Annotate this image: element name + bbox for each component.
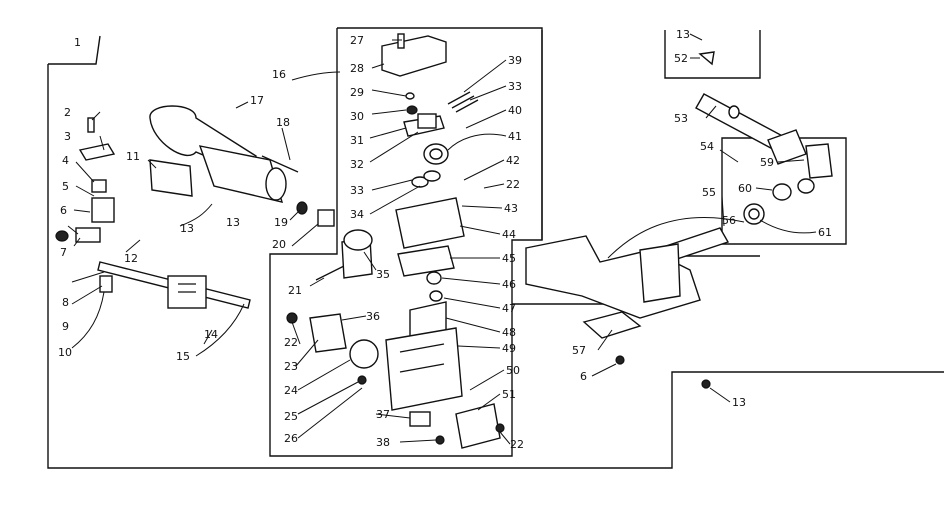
- callout-41: 41: [508, 130, 522, 143]
- callout-30: 30: [350, 110, 364, 123]
- callout-22: 22: [284, 336, 298, 349]
- callout-56: 56: [722, 214, 736, 227]
- callout-1: 1: [74, 36, 81, 49]
- callout-38: 38: [376, 436, 390, 449]
- callout-48: 48: [502, 326, 516, 339]
- callout-7: 7: [60, 246, 67, 259]
- callout-52: 52: [674, 52, 688, 65]
- callout-12: 12: [124, 252, 138, 265]
- callout-3: 3: [64, 130, 71, 143]
- callout-45: 45: [502, 252, 516, 265]
- callout-35: 35: [376, 268, 390, 281]
- callout-13d: 13: [226, 216, 240, 229]
- callout-47: 47: [502, 302, 516, 315]
- callout-54: 54: [700, 140, 714, 153]
- callout-40: 40: [508, 104, 522, 117]
- part-artwork: [55, 33, 833, 449]
- callout-49: 49: [502, 342, 516, 355]
- callout-59: 59: [760, 156, 774, 169]
- callout-13b: 13: [676, 28, 690, 41]
- callout-15: 15: [176, 350, 190, 363]
- callout-36: 36: [366, 310, 380, 323]
- callout-37: 37: [376, 408, 390, 421]
- callout-44: 44: [502, 228, 516, 241]
- callout-17: 17: [250, 94, 264, 107]
- callout-61: 61: [818, 226, 832, 239]
- callout-18: 18: [276, 116, 290, 129]
- callout-2: 2: [64, 106, 71, 119]
- callout-46: 46: [502, 278, 516, 291]
- callout-11: 11: [126, 150, 140, 163]
- callout-25: 25: [284, 410, 298, 423]
- callout-19: 19: [274, 216, 288, 229]
- callout-14: 14: [204, 328, 218, 341]
- callout-29: 29: [350, 86, 364, 99]
- callout-51: 51: [502, 388, 516, 401]
- callout-23: 23: [284, 360, 298, 373]
- callout-6: 6: [60, 204, 67, 217]
- callout-22c: 22: [510, 438, 524, 451]
- callout-60: 60: [738, 182, 752, 195]
- callout-16: 16: [272, 68, 286, 81]
- callout-57: 57: [572, 344, 586, 357]
- callout-24: 24: [284, 384, 298, 397]
- callout-21: 21: [288, 284, 302, 297]
- callout-28: 28: [350, 62, 364, 75]
- callout-9: 9: [62, 320, 69, 333]
- callout-22b: 22: [506, 178, 520, 191]
- callout-10: 10: [58, 346, 72, 359]
- callout-33b: 33: [508, 80, 522, 93]
- callout-8: 8: [62, 296, 69, 309]
- diagram-border-lines: [47, 27, 944, 469]
- callout-27: 27: [350, 34, 364, 47]
- callout-13: 13: [180, 222, 194, 235]
- callout-labels: 1 2 3 4 5 6 7 8 9 10 11 12 13 14 15 16 1…: [58, 28, 832, 451]
- callout-6b: 6: [580, 370, 587, 383]
- callout-33: 33: [350, 184, 364, 197]
- callout-39: 39: [508, 54, 522, 67]
- callout-26: 26: [284, 432, 298, 445]
- callout-34: 34: [350, 208, 364, 221]
- callout-43: 43: [504, 202, 518, 215]
- callout-4: 4: [62, 154, 69, 167]
- callout-31: 31: [350, 134, 364, 147]
- callout-53: 53: [674, 112, 688, 125]
- callout-42: 42: [506, 154, 520, 167]
- callout-20: 20: [272, 238, 286, 251]
- callout-50: 50: [506, 364, 520, 377]
- callout-55: 55: [702, 186, 716, 199]
- callout-32: 32: [350, 158, 364, 171]
- leader-lines: [67, 33, 817, 445]
- callout-13c: 13: [732, 396, 746, 409]
- callout-5: 5: [62, 180, 69, 193]
